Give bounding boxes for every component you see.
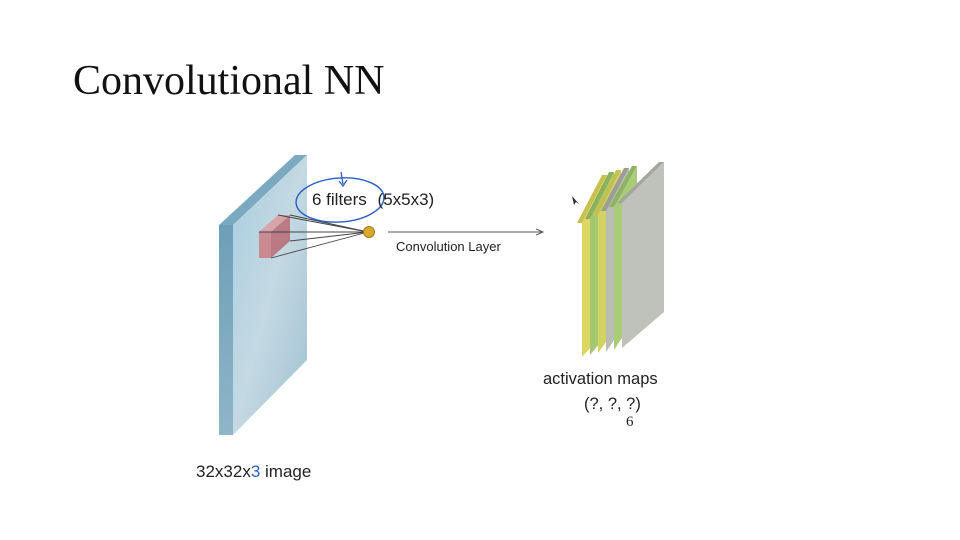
input-label-suffix: image: [260, 462, 311, 481]
page-number: 6: [626, 414, 634, 430]
filters-label: 6 filters: [312, 190, 367, 209]
input-volume-side: [219, 225, 233, 435]
input-volume-top: [219, 155, 307, 225]
cursor-icon: [572, 196, 579, 205]
input-volume-front: [233, 155, 307, 435]
annotation-circle: [295, 177, 385, 223]
input-label-depth: 3: [251, 462, 260, 481]
projection-lines: [259, 214, 369, 259]
svg-text:32x32x3 image: 32x32x3 image: [196, 462, 311, 481]
neuron-dot: [363, 226, 375, 238]
activation-maps-label: activation maps: [543, 370, 658, 388]
activation-maps-shape: (?, ?, ?): [584, 395, 641, 413]
slide-title: Convolutional NN: [73, 58, 385, 104]
convolution-layer-label: Convolution Layer: [396, 239, 501, 254]
filter-cube: [259, 215, 290, 258]
input-label-prefix: 32x32x: [196, 462, 251, 481]
activation-maps: [577, 162, 664, 357]
annotation-arrow: [338, 171, 348, 188]
filter-size-label: (5x5x3): [378, 190, 435, 209]
svg-text:6 filters (5x5x3): 6 filters (5x5x3): [312, 190, 434, 209]
input-volume: [219, 155, 307, 435]
